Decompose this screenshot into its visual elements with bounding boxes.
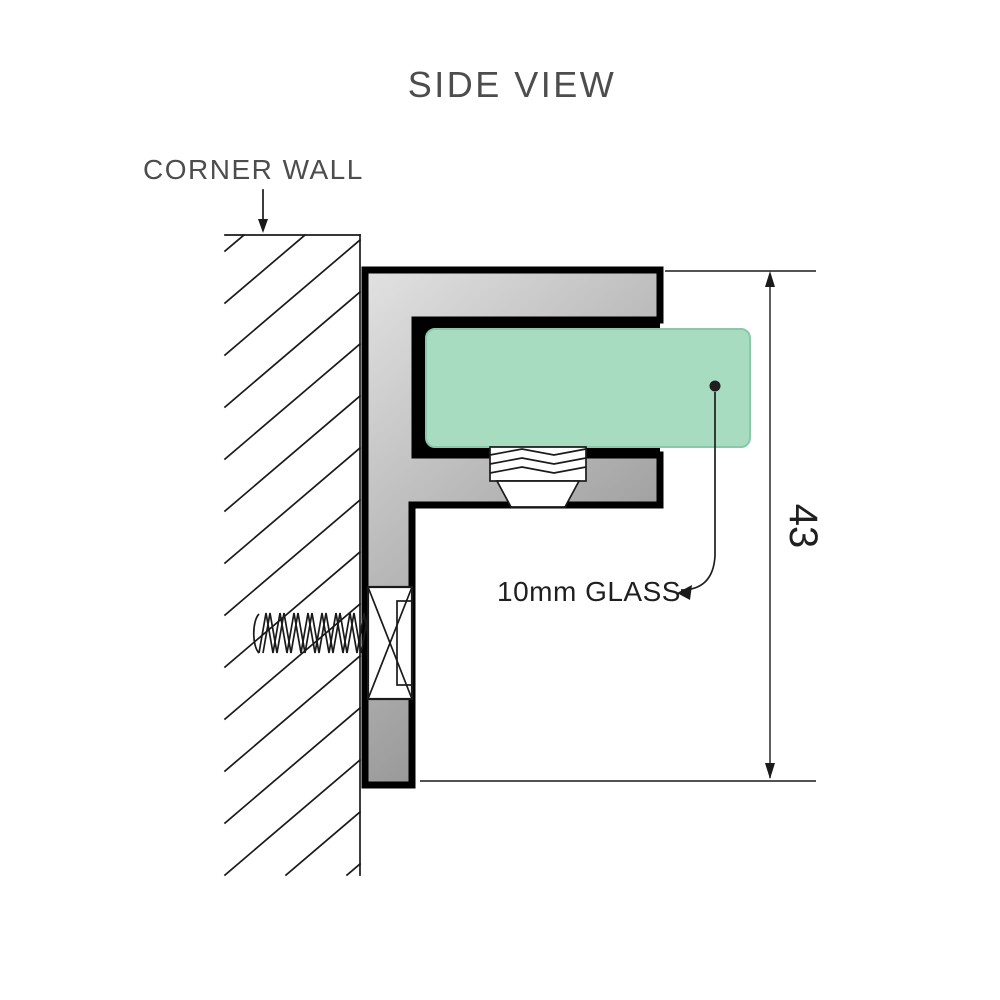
wall-hatch-line — [284, 810, 362, 877]
diagram-title: SIDE VIEW — [408, 64, 617, 105]
screw-head-slot — [396, 600, 413, 686]
wall-hatch-line — [223, 342, 362, 461]
wall-hatch-line — [223, 233, 246, 253]
wall-hatch-line — [223, 758, 362, 877]
left-arrow-icon — [677, 585, 692, 600]
glass-leader-dot — [709, 380, 721, 392]
up-arrow-icon — [765, 271, 775, 287]
wall-hatch-line — [223, 394, 362, 513]
wall-hatch-line — [223, 290, 362, 409]
wall-section — [223, 233, 362, 877]
dimension-value: 43 — [781, 504, 825, 549]
grub-screw-tip — [495, 480, 581, 508]
wall-hatch-line — [223, 446, 362, 565]
wall-hatch-line — [223, 238, 362, 357]
glass-panel — [425, 328, 751, 448]
wall-fixing-screw — [252, 585, 414, 701]
glass-callout: 10mm GLASS — [497, 380, 721, 607]
wall-hatch-line — [223, 550, 362, 669]
corner-wall-pointer — [258, 189, 268, 233]
screw-tip-cap — [252, 613, 260, 654]
glass-label: 10mm GLASS — [497, 576, 681, 607]
down-arrow-icon — [258, 219, 268, 233]
grub-screw — [489, 446, 587, 508]
wall-hatch-line — [223, 498, 362, 617]
down-arrow-icon — [765, 763, 775, 779]
dimension-43: 43 — [420, 270, 825, 782]
corner-wall-label: CORNER WALL — [143, 154, 364, 185]
screw-thread-line — [262, 612, 369, 654]
wall-hatch-line — [223, 233, 307, 305]
screw-thread-line — [489, 448, 587, 456]
wall-hatch-line — [223, 654, 362, 773]
wall-hatch-line — [223, 706, 362, 825]
screw-thread-line — [489, 466, 587, 474]
wall-hatch-line — [345, 862, 362, 877]
screw-head-cross-line — [367, 586, 413, 700]
screw-thread-line — [489, 457, 587, 465]
